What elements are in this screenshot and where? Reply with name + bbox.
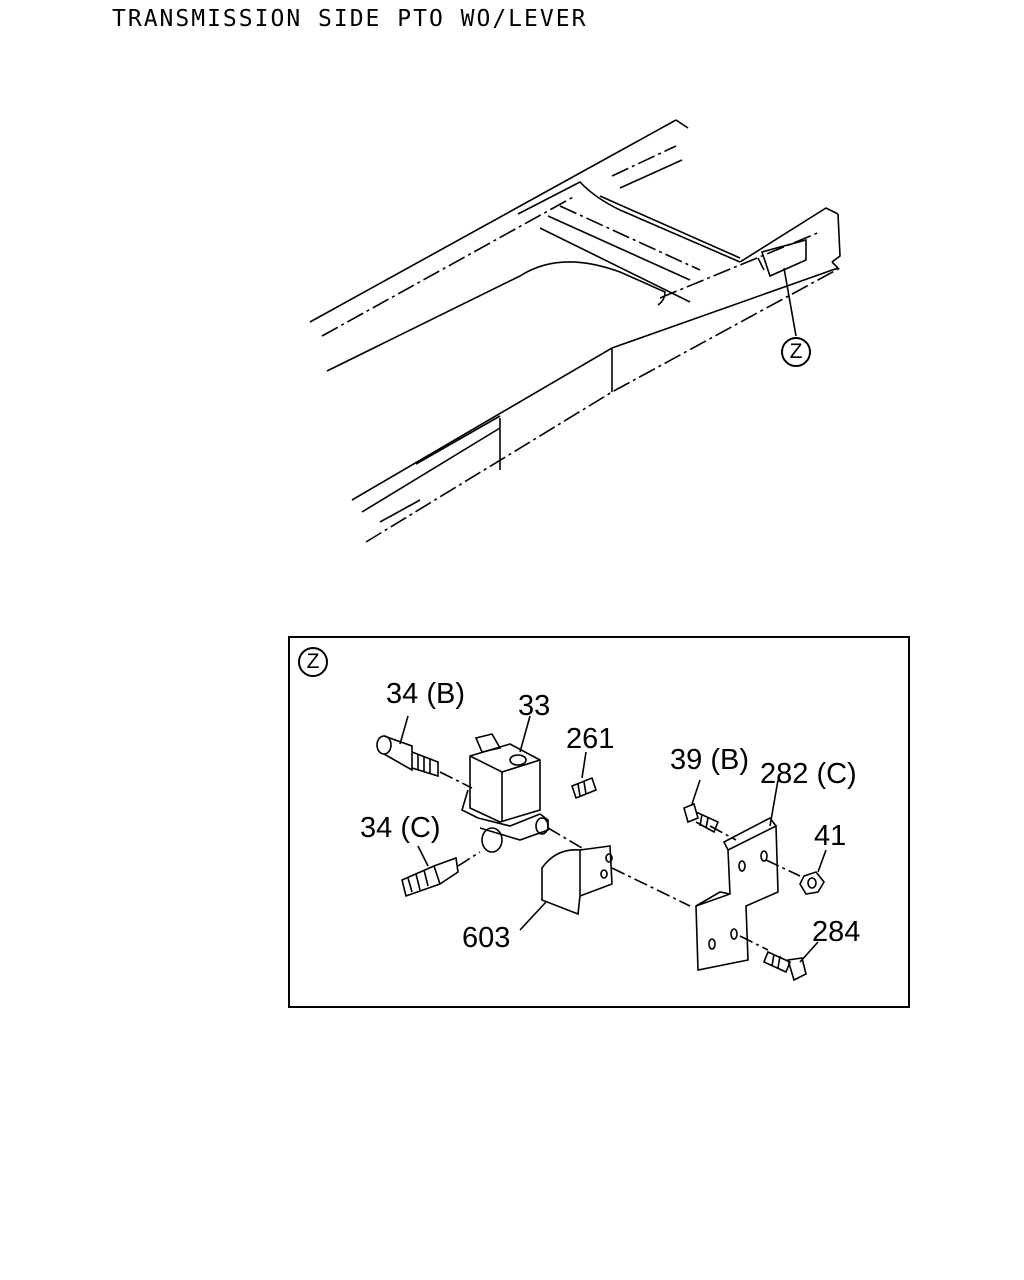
callout-603: 603 [462, 922, 511, 954]
callout-34c: 34 (C) [360, 812, 441, 844]
detail-frame-marker: Z [298, 647, 328, 677]
callout-284: 284 [812, 916, 861, 948]
callout-39b: 39 (B) [670, 744, 749, 776]
detail-frame [288, 636, 910, 1008]
callout-33: 33 [518, 690, 551, 722]
callout-34b: 34 (B) [386, 678, 465, 710]
detail-z-marker: Z [781, 337, 811, 367]
page-title: TRANSMISSION SIDE PTO WO/LEVER [112, 6, 588, 32]
callout-41: 41 [814, 820, 847, 852]
callout-282c: 282 (C) [760, 758, 857, 790]
callout-261: 261 [566, 723, 615, 755]
